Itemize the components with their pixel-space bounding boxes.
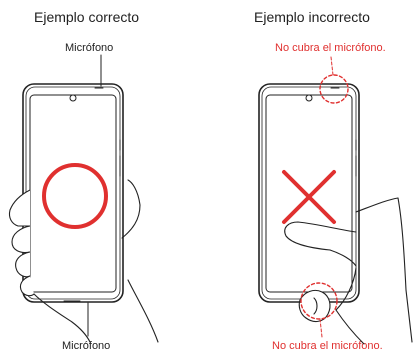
- hand-correct: [8, 179, 159, 343]
- phone-incorrect: [258, 83, 360, 303]
- cross-ng-icon: [282, 170, 336, 224]
- circle-ok-icon: [42, 163, 108, 229]
- correct-example-figure: [8, 54, 159, 343]
- microphone-label-bottom: Micrófono: [62, 340, 111, 352]
- phone-correct: [22, 83, 124, 303]
- warning-label-bottom: No cubra el micrófono.: [272, 340, 383, 352]
- hand-incorrect: [284, 197, 413, 345]
- microphone-label-top: Micrófono: [65, 42, 114, 54]
- warning-label-top: No cubra el micrófono.: [275, 42, 386, 54]
- incorrect-example-figure: [258, 56, 413, 345]
- correct-example-heading: Ejemplo correcto: [34, 9, 140, 25]
- incorrect-example-heading: Ejemplo incorrecto: [254, 9, 370, 25]
